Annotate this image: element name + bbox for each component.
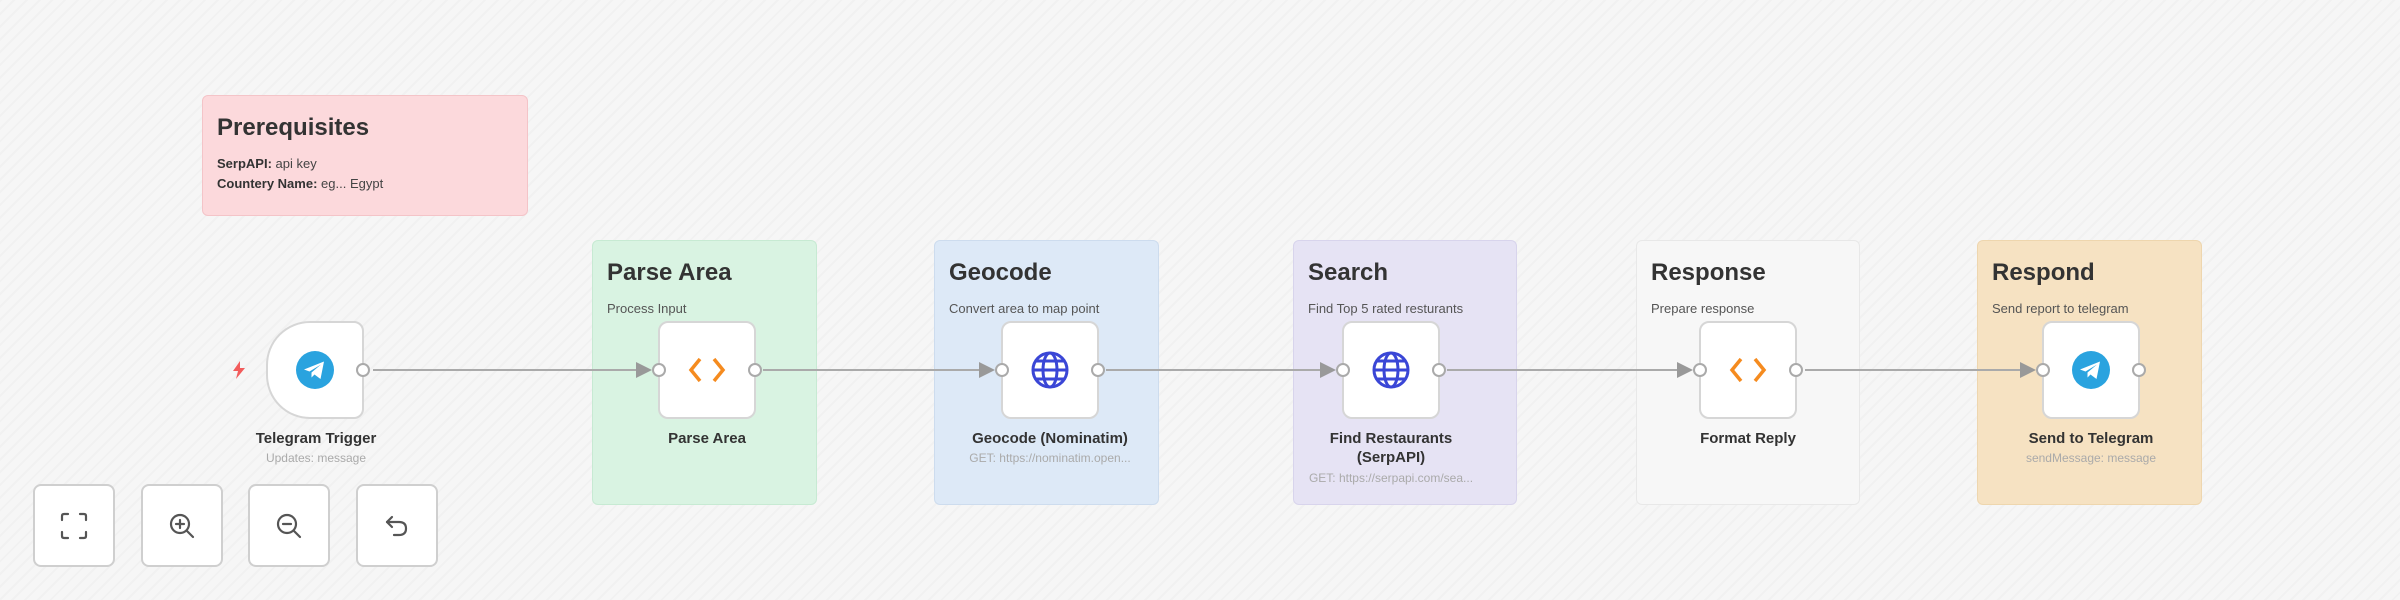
group-response[interactable]: Response Prepare response bbox=[1636, 240, 1860, 505]
zoom-in-button[interactable] bbox=[141, 484, 223, 567]
input-port[interactable] bbox=[652, 363, 666, 377]
group-subtitle: Prepare response bbox=[1651, 301, 1755, 316]
node-parse-area[interactable] bbox=[652, 321, 762, 419]
output-port[interactable] bbox=[1789, 363, 1803, 377]
output-port[interactable] bbox=[748, 363, 762, 377]
node-subtitle: sendMessage: message bbox=[2025, 451, 2157, 465]
node-label: Parse Area bbox=[668, 430, 746, 447]
prereq-serpapi: SerpAPI: api key bbox=[217, 156, 317, 171]
group-subtitle: Process Input bbox=[607, 301, 687, 316]
group-title: Respond bbox=[1992, 259, 2095, 286]
output-port[interactable] bbox=[1091, 363, 1105, 377]
zoom-out-button[interactable] bbox=[248, 484, 330, 567]
node-telegram-trigger[interactable] bbox=[266, 321, 370, 419]
zoom-out-icon bbox=[276, 513, 302, 538]
input-port[interactable] bbox=[1693, 363, 1707, 377]
node-label: Find Restaurants (SerpAPI) bbox=[1329, 430, 1453, 466]
prerequisites-title: Prerequisites bbox=[217, 114, 370, 141]
globe-icon bbox=[1031, 351, 1069, 389]
output-port[interactable] bbox=[2132, 363, 2146, 377]
code-icon bbox=[688, 357, 726, 383]
telegram-icon bbox=[2072, 351, 2110, 389]
fit-view-button[interactable] bbox=[33, 484, 115, 567]
input-port[interactable] bbox=[2036, 363, 2050, 377]
undo-icon bbox=[385, 515, 408, 536]
group-title: Parse Area bbox=[607, 259, 732, 286]
node-find-restaurants[interactable] bbox=[1336, 321, 1446, 419]
node-format-reply[interactable] bbox=[1693, 321, 1803, 419]
node-subtitle: Updates: message bbox=[265, 451, 367, 465]
prerequisites-note[interactable]: Prerequisites SerpAPI: api key Countery … bbox=[202, 95, 528, 216]
zoom-in-icon bbox=[169, 513, 195, 538]
node-label: Telegram Trigger bbox=[255, 430, 377, 447]
undo-button[interactable] bbox=[356, 484, 438, 567]
trigger-bolt-icon bbox=[233, 361, 245, 379]
node-subtitle: GET: https://nominatim.open... bbox=[969, 451, 1131, 465]
group-subtitle: Find Top 5 rated resturants bbox=[1308, 301, 1464, 316]
prereq-country: Countery Name: eg... Egypt bbox=[217, 176, 384, 191]
output-port[interactable] bbox=[1432, 363, 1446, 377]
input-port[interactable] bbox=[1336, 363, 1350, 377]
node-subtitle: GET: https://serpapi.com/sea... bbox=[1308, 471, 1474, 485]
node-label: Format Reply bbox=[1700, 430, 1796, 447]
group-title: Response bbox=[1651, 259, 1766, 286]
group-title: Geocode bbox=[949, 259, 1052, 286]
node-send-to-telegram[interactable] bbox=[2036, 321, 2146, 419]
code-icon bbox=[1729, 357, 1767, 383]
node-geocode-nominatim[interactable] bbox=[995, 321, 1105, 419]
node-label: Geocode (Nominatim) bbox=[972, 430, 1128, 447]
output-port[interactable] bbox=[356, 363, 370, 377]
group-subtitle: Send report to telegram bbox=[1992, 301, 2129, 316]
input-port[interactable] bbox=[995, 363, 1009, 377]
fit-view-icon bbox=[60, 512, 88, 539]
node-label: Send to Telegram bbox=[2028, 430, 2154, 447]
group-title: Search bbox=[1308, 259, 1389, 286]
group-subtitle: Convert area to map point bbox=[949, 301, 1100, 316]
globe-icon bbox=[1372, 351, 1410, 389]
telegram-icon bbox=[296, 351, 334, 389]
